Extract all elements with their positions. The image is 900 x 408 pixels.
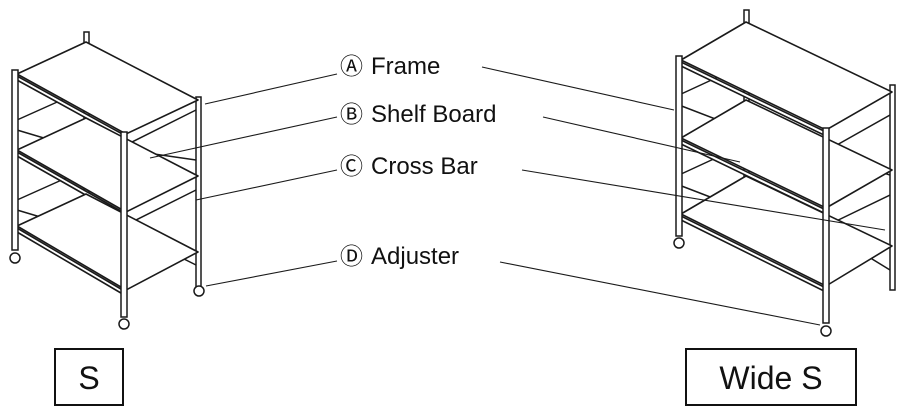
adjuster-foot (9, 252, 21, 264)
callout-label-frame: Frame (371, 53, 440, 80)
callout-label-cross-bar: Cross Bar (371, 153, 478, 180)
frame-front-right-post (822, 127, 830, 324)
frame-back-right-post (889, 84, 896, 291)
leader-line-shelf-s (149, 116, 338, 159)
shelf-board-top (680, 21, 893, 131)
shelf-s-illustration (9, 31, 205, 330)
shelf-board-bottom (16, 193, 199, 291)
leader-line-crossbar-wide (521, 169, 886, 231)
shelf-board-middle (16, 117, 199, 213)
adjuster-foot (673, 237, 685, 249)
shelf-wide-s-illustration (673, 9, 896, 337)
leader-line-shelf-wide (542, 116, 741, 163)
callout-adjuster: Ⓓ Adjuster (340, 243, 459, 270)
frame-front-right-post (120, 131, 128, 318)
callout-symbol-a: Ⓐ (340, 54, 363, 80)
model-label-s: S (78, 360, 99, 396)
callout-cross-bar: Ⓒ Cross Bar (340, 153, 478, 180)
shelf-board-top (16, 41, 199, 135)
callout-symbol-c: Ⓒ (340, 154, 363, 180)
model-label-wide-s: Wide S (719, 360, 822, 396)
callout-shelf-board: Ⓑ Shelf Board (340, 101, 496, 128)
callout-label-adjuster: Adjuster (371, 243, 459, 270)
model-box-wide-s: Wide S (685, 348, 857, 406)
adjuster-foot (118, 318, 130, 330)
callout-label-shelf-board: Shelf Board (371, 101, 496, 128)
callout-frame: Ⓐ Frame (340, 53, 440, 80)
adjuster-foot (820, 325, 832, 337)
callout-symbol-b: Ⓑ (340, 102, 363, 128)
adjuster-foot (193, 285, 205, 297)
leader-line-crossbar-s (195, 169, 338, 201)
shelf-board-bottom (680, 175, 893, 287)
shelf-board-middle (680, 99, 893, 209)
cross-bar-right-side (125, 109, 197, 266)
frame-front-left-post (675, 55, 683, 237)
leader-line-frame-s (204, 73, 338, 105)
model-box-wide-s-frame (685, 348, 857, 406)
leader-line-adjuster-s (205, 260, 338, 287)
model-box-s: S (54, 348, 124, 406)
leader-lines (149, 66, 886, 326)
leader-line-frame-wide (481, 66, 675, 111)
leader-line-adjuster-wide (499, 261, 821, 326)
frame-back-right-post (195, 96, 202, 288)
model-box-s-frame (54, 348, 124, 406)
callout-symbol-d: Ⓓ (340, 244, 363, 270)
frame-front-left-post (11, 69, 19, 251)
